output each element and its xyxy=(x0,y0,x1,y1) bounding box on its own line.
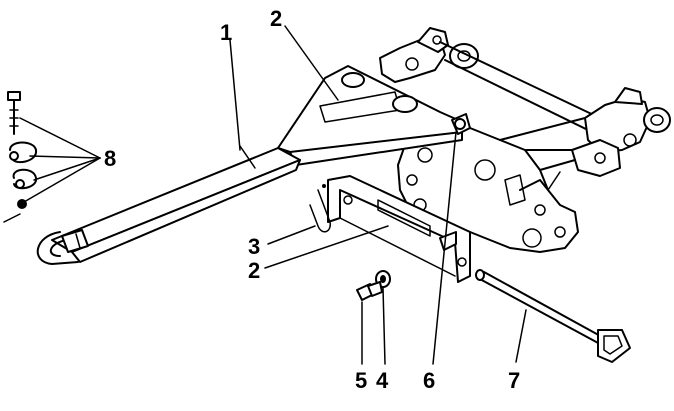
callout-4: 4 xyxy=(376,368,389,393)
callout-labels: 1 2 2 3 4 5 6 7 8 xyxy=(104,6,520,393)
clevis-hardware xyxy=(3,91,38,223)
callout-6: 6 xyxy=(423,368,435,393)
leader-lines xyxy=(19,25,527,365)
callout-2-upper: 2 xyxy=(270,6,282,31)
callout-2-lower: 2 xyxy=(248,258,260,283)
callout-3: 3 xyxy=(248,234,260,259)
callout-5: 5 xyxy=(355,368,367,393)
bolt xyxy=(356,281,383,301)
drawbar xyxy=(36,65,471,265)
callout-1: 1 xyxy=(220,20,232,45)
hairpin-clip xyxy=(309,184,331,233)
hitch-pin xyxy=(475,269,631,363)
callout-7: 7 xyxy=(508,368,520,393)
hitch-bracket xyxy=(327,175,471,283)
callout-8: 8 xyxy=(104,146,116,171)
